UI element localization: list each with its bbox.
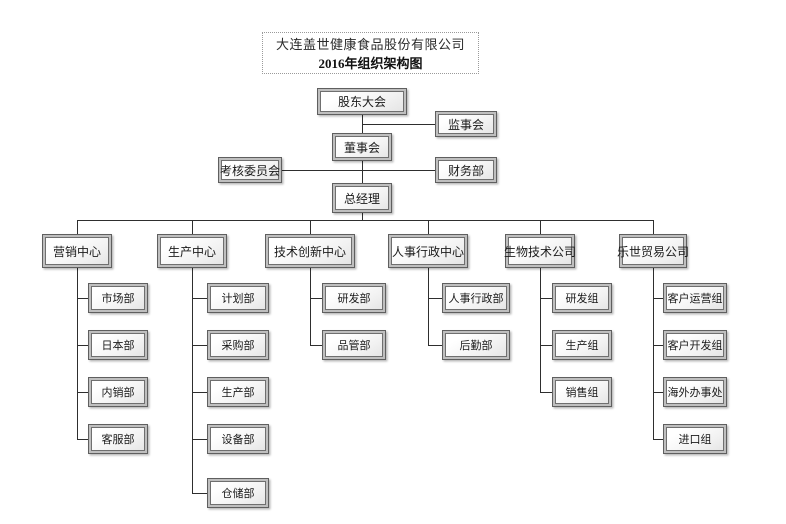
connector-line xyxy=(192,493,207,494)
node-sales-group: 销售组 xyxy=(552,377,612,407)
connector-line xyxy=(362,124,435,125)
connector-line xyxy=(192,392,207,393)
connector-line xyxy=(428,268,429,345)
connector-line xyxy=(540,392,552,393)
connector-line xyxy=(192,439,207,440)
node-leshi-trading-company: 乐世贸易公司 xyxy=(617,234,689,268)
connector-line xyxy=(192,345,207,346)
node-hr-admin-center: 人事行政中心 xyxy=(388,234,468,268)
connector-line xyxy=(540,298,552,299)
connector-line xyxy=(362,213,363,220)
connector-line xyxy=(653,392,663,393)
node-customer-development-group: 客户开发组 xyxy=(663,330,727,360)
node-finance-dept: 财务部 xyxy=(435,157,497,183)
connector-line xyxy=(77,298,88,299)
node-overseas-office: 海外办事处 xyxy=(663,377,727,407)
connector-line xyxy=(428,220,429,234)
node-tech-innovation-center: 技术创新中心 xyxy=(265,234,355,268)
node-market-dept: 市场部 xyxy=(88,283,148,313)
node-production-dept: 生产部 xyxy=(207,377,269,407)
connector-line xyxy=(362,161,363,183)
connector-line xyxy=(540,268,541,392)
connector-line xyxy=(540,345,552,346)
connector-line xyxy=(77,220,654,221)
connector-line xyxy=(428,345,442,346)
node-shareholders-meeting: 股东大会 xyxy=(317,88,407,115)
node-quality-dept: 品管部 xyxy=(322,330,386,360)
connector-line xyxy=(653,345,663,346)
node-supervisory-board: 监事会 xyxy=(435,111,497,137)
node-japan-dept: 日本部 xyxy=(88,330,148,360)
connector-line xyxy=(77,345,88,346)
node-general-manager: 总经理 xyxy=(332,183,392,213)
connector-line xyxy=(77,220,78,234)
connector-line xyxy=(540,220,541,234)
node-board-of-directors: 董事会 xyxy=(332,133,392,161)
connector-line xyxy=(653,268,654,439)
connector-line xyxy=(192,298,207,299)
node-assessment-committee: 考核委员会 xyxy=(218,157,282,183)
connector-line xyxy=(77,268,78,439)
chart-title-box: 大连盖世健康食品股份有限公司 2016年组织架构图 xyxy=(262,32,479,74)
node-marketing-center: 营销中心 xyxy=(42,234,112,268)
node-customer-operations-group: 客户运营组 xyxy=(663,283,727,313)
company-name: 大连盖世健康食品股份有限公司 xyxy=(275,37,465,52)
node-production-group: 生产组 xyxy=(552,330,612,360)
node-rd-dept: 研发部 xyxy=(322,283,386,313)
connector-line xyxy=(310,220,311,234)
node-production-center: 生产中心 xyxy=(157,234,227,268)
connector-line xyxy=(77,439,88,440)
connector-line xyxy=(77,392,88,393)
connector-line xyxy=(310,268,311,345)
node-domestic-sales-dept: 内销部 xyxy=(88,377,148,407)
node-import-group: 进口组 xyxy=(663,424,727,454)
connector-line xyxy=(310,298,322,299)
connector-line xyxy=(653,298,663,299)
node-warehouse-dept: 仓储部 xyxy=(207,478,269,508)
connector-line xyxy=(428,298,442,299)
connector-line xyxy=(282,170,435,171)
connector-line xyxy=(192,268,193,493)
connector-line xyxy=(310,345,322,346)
node-biotech-company: 生物技术公司 xyxy=(504,234,576,268)
node-hr-admin-dept: 人事行政部 xyxy=(442,283,510,313)
connector-line xyxy=(653,220,654,234)
connector-line xyxy=(653,439,663,440)
connector-line xyxy=(192,220,193,234)
node-planning-dept: 计划部 xyxy=(207,283,269,313)
chart-title: 2016年组织架构图 xyxy=(318,56,423,71)
node-purchasing-dept: 采购部 xyxy=(207,330,269,360)
node-equipment-dept: 设备部 xyxy=(207,424,269,454)
node-rd-group: 研发组 xyxy=(552,283,612,313)
node-logistics-dept: 后勤部 xyxy=(442,330,510,360)
node-customer-service-dept: 客服部 xyxy=(88,424,148,454)
